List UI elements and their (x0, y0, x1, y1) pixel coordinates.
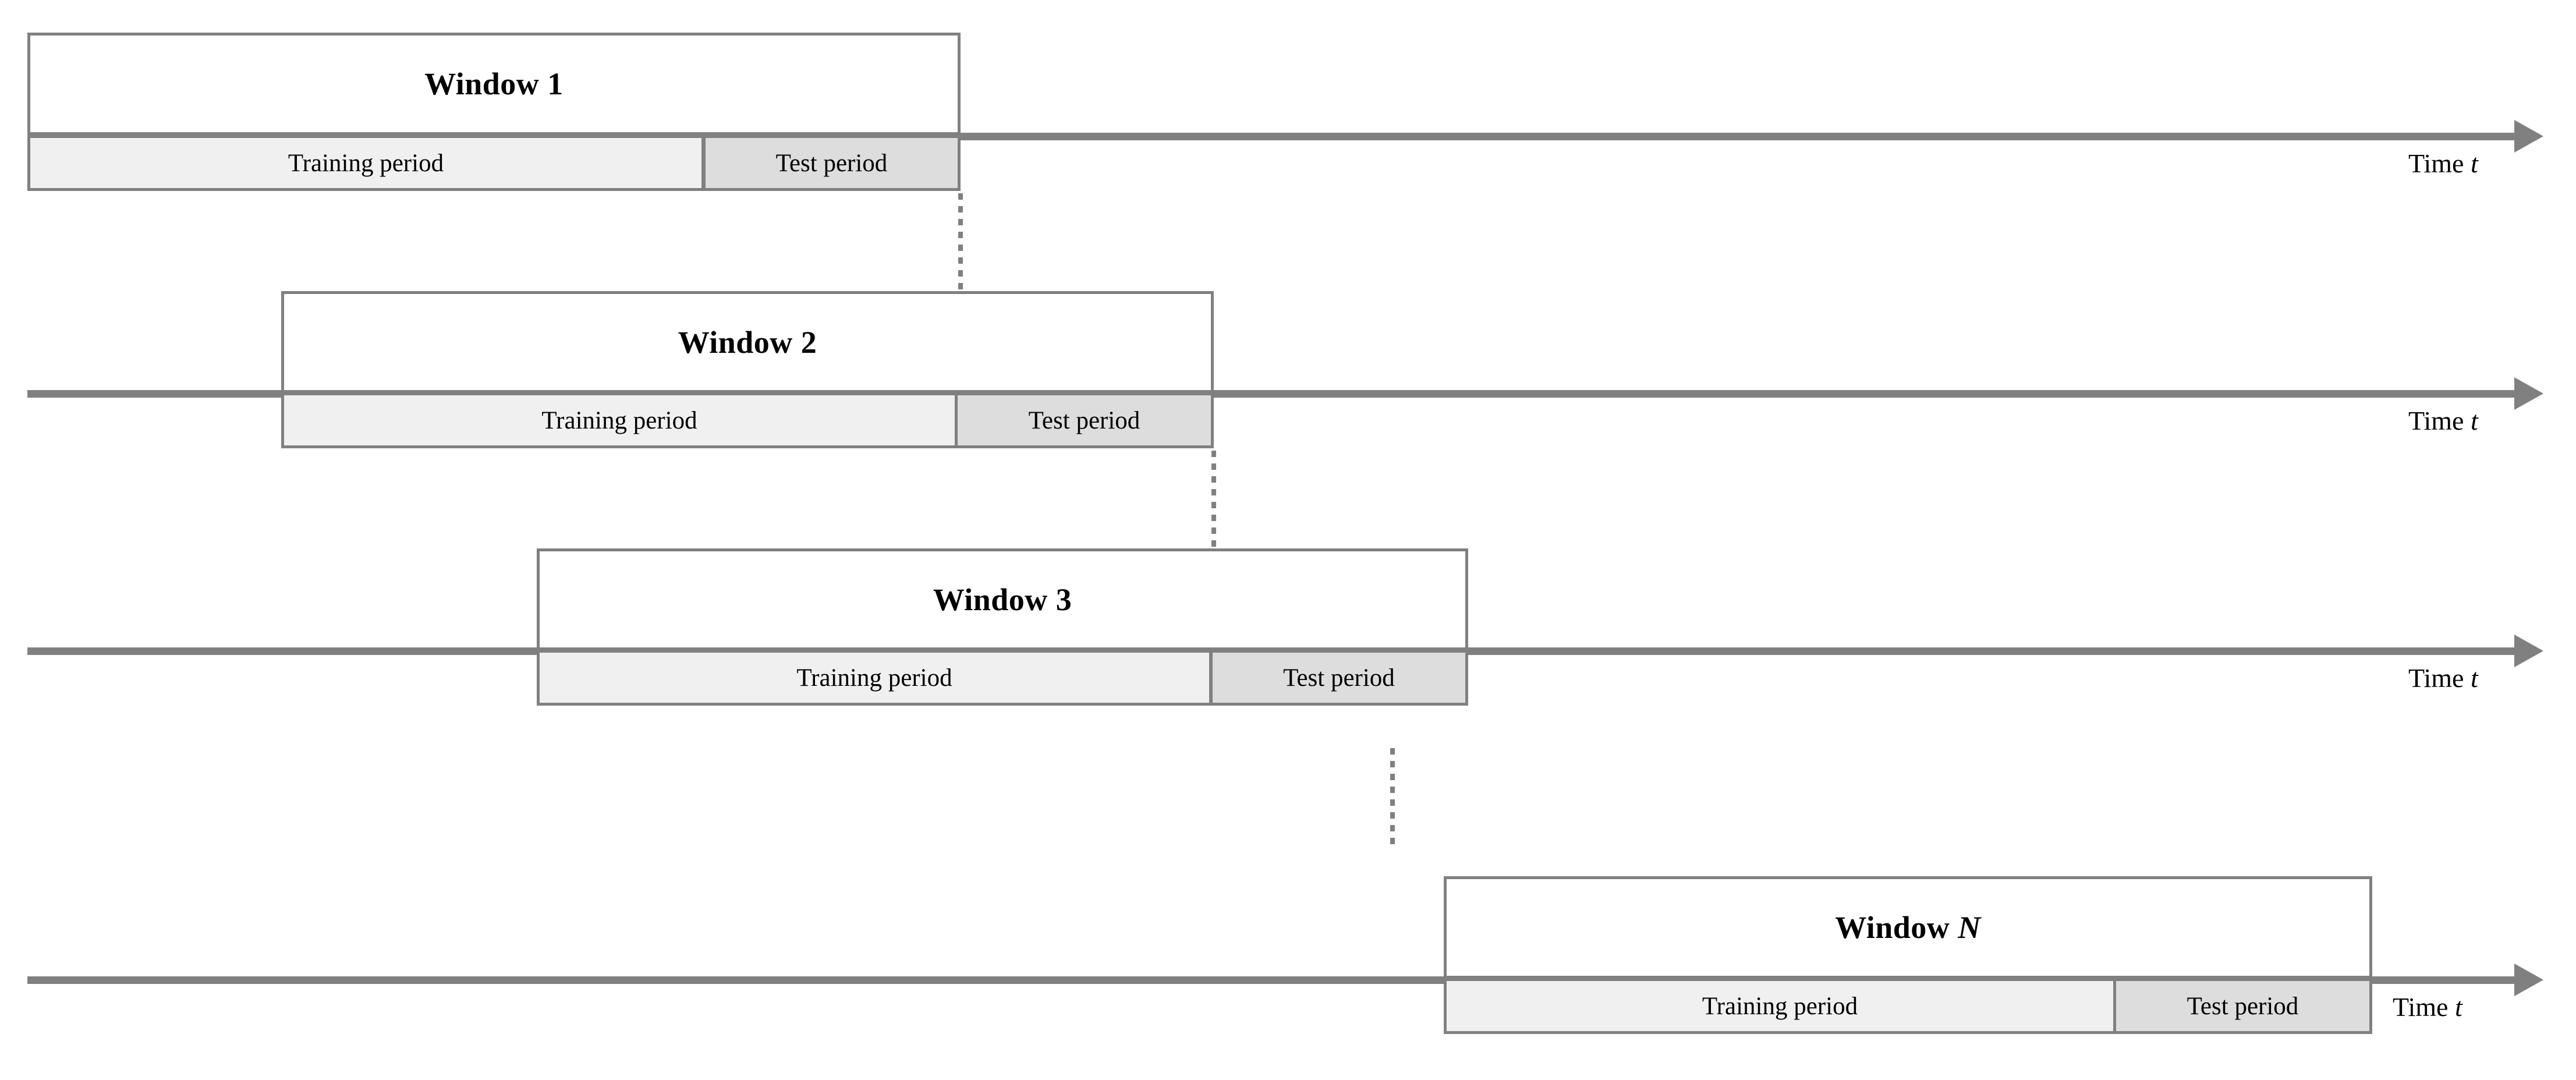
window-title-value-n: N (1958, 910, 1981, 945)
timeline-arrowhead-2 (2514, 377, 2543, 410)
window-title-box-3: Window 3 (537, 548, 1468, 650)
vertical-ellipsis-icon (1390, 748, 1395, 850)
training-period-label-1: Training period (288, 149, 444, 177)
timeline-arrowhead-1 (2514, 120, 2543, 153)
training-period-bar-n: Training period (1444, 978, 2116, 1034)
window-title-n: Window N (1835, 909, 1981, 946)
training-period-bar-1: Training period (27, 135, 704, 191)
time-axis-label-text-n: Time (2393, 992, 2455, 1022)
window-title-box-2: Window 2 (281, 291, 1214, 393)
training-period-bar-2: Training period (281, 392, 958, 448)
test-period-label-2: Test period (1028, 406, 1140, 434)
window-title-1: Window 1 (424, 66, 564, 102)
training-period-label-2: Training period (541, 406, 697, 434)
window-connector-dots-2 (1211, 451, 1216, 551)
window-title-prefix-2: Window (678, 324, 801, 360)
window-title-box-1: Window 1 (27, 33, 961, 135)
test-period-bar-n: Test period (2113, 978, 2372, 1034)
window-title-2: Window 2 (678, 324, 817, 360)
training-period-label-3: Training period (796, 664, 952, 692)
time-axis-label-text-2: Time (2408, 406, 2471, 435)
window-title-prefix-1: Window (424, 66, 548, 101)
test-period-bar-1: Test period (703, 135, 961, 191)
window-title-value-1: 1 (547, 66, 564, 101)
window-title-value-2: 2 (800, 324, 817, 360)
test-period-label-3: Test period (1283, 664, 1395, 692)
time-axis-label-3: Time t (2408, 665, 2478, 692)
time-axis-label-text-1: Time (2408, 148, 2471, 178)
time-axis-label-var-2: t (2470, 406, 2478, 435)
time-axis-label-var-1: t (2470, 148, 2478, 178)
window-title-prefix-3: Window (933, 582, 1056, 617)
training-period-label-n: Training period (1702, 992, 1858, 1020)
training-period-bar-3: Training period (537, 650, 1212, 706)
time-axis-label-2: Time t (2408, 408, 2478, 434)
test-period-bar-2: Test period (955, 392, 1214, 448)
time-axis-label-var-3: t (2470, 663, 2478, 693)
time-axis-label-n: Time t (2393, 994, 2462, 1021)
timeline-arrowhead-n (2514, 964, 2543, 996)
time-axis-label-1: Time t (2408, 150, 2478, 177)
test-period-label-1: Test period (775, 149, 888, 177)
window-title-prefix-n: Window (1835, 910, 1958, 945)
window-title-3: Window 3 (933, 582, 1072, 618)
test-period-bar-3: Test period (1210, 650, 1468, 706)
timeline-arrowhead-3 (2514, 635, 2543, 667)
time-axis-label-text-3: Time (2408, 663, 2471, 693)
window-connector-dots-1 (958, 193, 963, 293)
window-title-value-3: 3 (1055, 582, 1072, 617)
window-title-box-n: Window N (1444, 876, 2372, 979)
time-axis-label-var-n: t (2454, 992, 2462, 1022)
test-period-label-n: Test period (2187, 992, 2299, 1020)
